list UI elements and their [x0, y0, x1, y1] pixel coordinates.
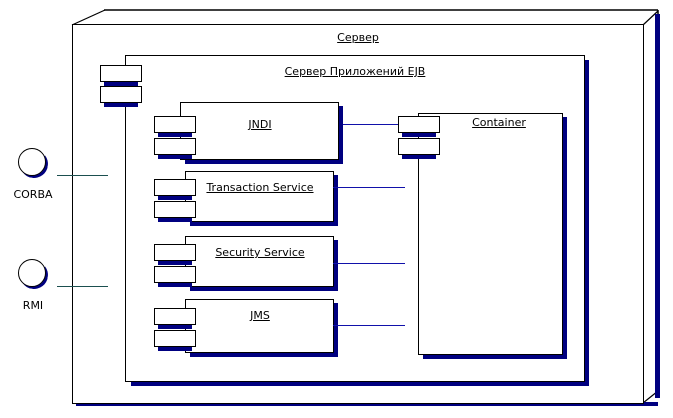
container-label: Container — [472, 116, 526, 129]
jndi-label: JNDI — [248, 118, 272, 131]
server-node-shadow-right — [655, 14, 660, 398]
rmi-lollipop-icon — [18, 259, 46, 287]
security-tab-1 — [154, 244, 196, 261]
security-tab-2-shadow — [158, 283, 192, 287]
jndi-tab-1-shadow — [158, 133, 192, 137]
transaction-shadow-right — [334, 175, 338, 222]
container-shadow-right — [563, 117, 567, 355]
rmi-label: RMI — [22, 299, 44, 312]
security-tab-1-shadow — [158, 261, 192, 265]
component-security-service[interactable] — [185, 236, 334, 287]
corba-label: CORBA — [13, 188, 53, 201]
security-service-label: Security Service — [215, 246, 305, 259]
jms-tab-1-shadow — [158, 325, 192, 329]
transaction-tab-1 — [154, 179, 196, 196]
jndi-tab-1 — [154, 116, 196, 133]
transaction-shadow-bottom — [190, 222, 338, 226]
ejb-server-tab-1-shadow — [104, 82, 138, 86]
component-transaction-service[interactable] — [185, 171, 334, 222]
server-node-shadow-bottom — [76, 402, 658, 406]
connector-jndi-container — [343, 124, 409, 126]
container-tab-1 — [398, 116, 440, 133]
security-tab-2 — [154, 266, 196, 283]
transaction-tab-1-shadow — [158, 196, 192, 200]
jms-tab-2-shadow — [158, 347, 192, 351]
transaction-tab-2-shadow — [158, 218, 192, 222]
jms-tab-1 — [154, 308, 196, 325]
container-shadow-bottom — [423, 355, 567, 359]
component-jms[interactable] — [185, 299, 334, 353]
container-tab-2 — [398, 138, 440, 155]
interface-rmi[interactable] — [18, 259, 50, 291]
connector-transaction-service — [333, 187, 405, 189]
jndi-tab-2-shadow — [158, 155, 192, 159]
jms-shadow-bottom — [190, 353, 338, 357]
jms-shadow-right — [334, 303, 338, 353]
component-jndi[interactable] — [180, 102, 339, 160]
jndi-shadow-bottom — [185, 160, 343, 164]
corba-lollipop-icon — [18, 148, 46, 176]
ejb-server-shadow-right — [585, 60, 589, 386]
transaction-tab-2 — [154, 201, 196, 218]
connector-security-service — [333, 263, 405, 265]
connector-corba — [57, 175, 108, 177]
ejb-server-tab-2 — [100, 86, 142, 103]
ejb-server-tab-2-shadow — [104, 103, 138, 107]
connector-jms — [333, 325, 405, 327]
interface-corba[interactable] — [18, 148, 50, 180]
jndi-shadow-right — [339, 106, 343, 160]
server-node-label: Сервер — [337, 31, 379, 44]
ejb-server-tab-1 — [100, 65, 142, 82]
component-container[interactable] — [418, 113, 563, 355]
ejb-server-shadow-bottom — [131, 382, 589, 386]
container-tab-2-shadow — [402, 155, 436, 159]
jndi-tab-2 — [154, 138, 196, 155]
container-tab-1-shadow — [402, 133, 436, 137]
connector-rmi — [57, 286, 108, 288]
jms-tab-2 — [154, 330, 196, 347]
jms-label: JMS — [250, 309, 270, 322]
security-shadow-bottom — [190, 287, 338, 291]
ejb-server-label: Сервер Приложений EJB — [284, 65, 426, 78]
transaction-service-label: Transaction Service — [206, 181, 314, 194]
